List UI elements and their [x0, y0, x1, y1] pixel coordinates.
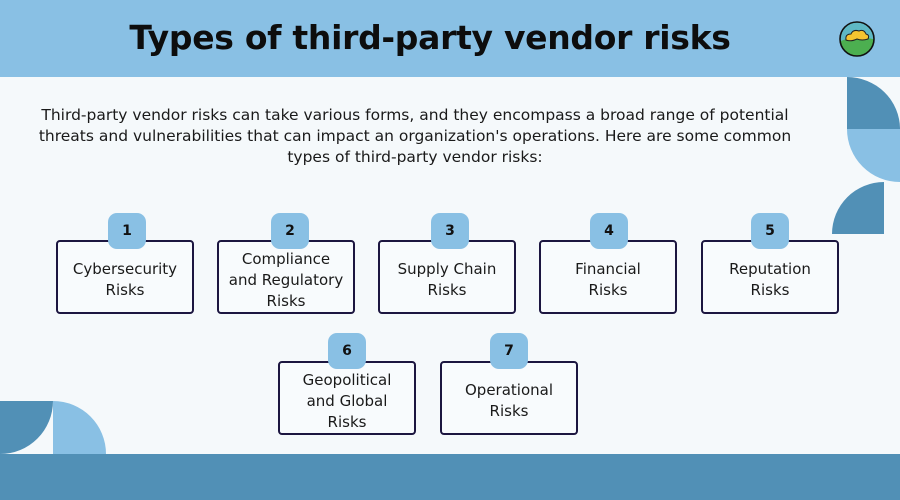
risk-card-reputation: Reputation Risks — [701, 240, 839, 314]
header-bar: Types of third-party vendor risks — [0, 0, 900, 77]
risk-card-financial: Financial Risks — [539, 240, 677, 314]
risk-number-badge: 6 — [328, 333, 366, 369]
risk-label: Financial Risks — [575, 260, 641, 299]
decor-quarter-circle-light — [847, 129, 900, 182]
risk-number-badge: 3 — [431, 213, 469, 249]
risk-label: Supply Chain Risks — [397, 260, 497, 299]
risk-label: Cybersecurity Risks — [72, 260, 178, 299]
risk-card-compliance: Compliance and Regulatory Risks — [217, 240, 355, 314]
risk-number-badge: 7 — [490, 333, 528, 369]
risk-card-operational: Operational Risks — [440, 361, 578, 435]
decor-quarter-circle-dark-bottom — [832, 182, 884, 234]
decor-quarter-circle-dark-left — [0, 401, 53, 454]
risk-card-cybersecurity: Cybersecurity Risks — [56, 240, 194, 314]
risk-number-badge: 4 — [590, 213, 628, 249]
page-title: Types of third-party vendor risks — [129, 18, 731, 57]
risk-number-badge: 5 — [751, 213, 789, 249]
decor-quarter-circle-light-left — [53, 401, 106, 454]
risk-label: Geopolitical and Global Risks — [302, 370, 392, 431]
cloud-hill-logo-icon — [839, 21, 875, 57]
risk-label: Reputation Risks — [729, 260, 811, 299]
decor-quarter-circle-dark-top — [847, 77, 900, 129]
intro-paragraph: Third-party vendor risks can take variou… — [38, 106, 792, 166]
risk-number-badge: 2 — [271, 213, 309, 249]
risk-label: Operational Risks — [464, 381, 553, 420]
risk-number-badge: 1 — [108, 213, 146, 249]
risk-card-supply-chain: Supply Chain Risks — [378, 240, 516, 314]
risk-card-geopolitical: Geopolitical and Global Risks — [278, 361, 416, 435]
footer-bar — [0, 454, 900, 500]
risk-label: Compliance and Regulatory Risks — [228, 249, 344, 310]
